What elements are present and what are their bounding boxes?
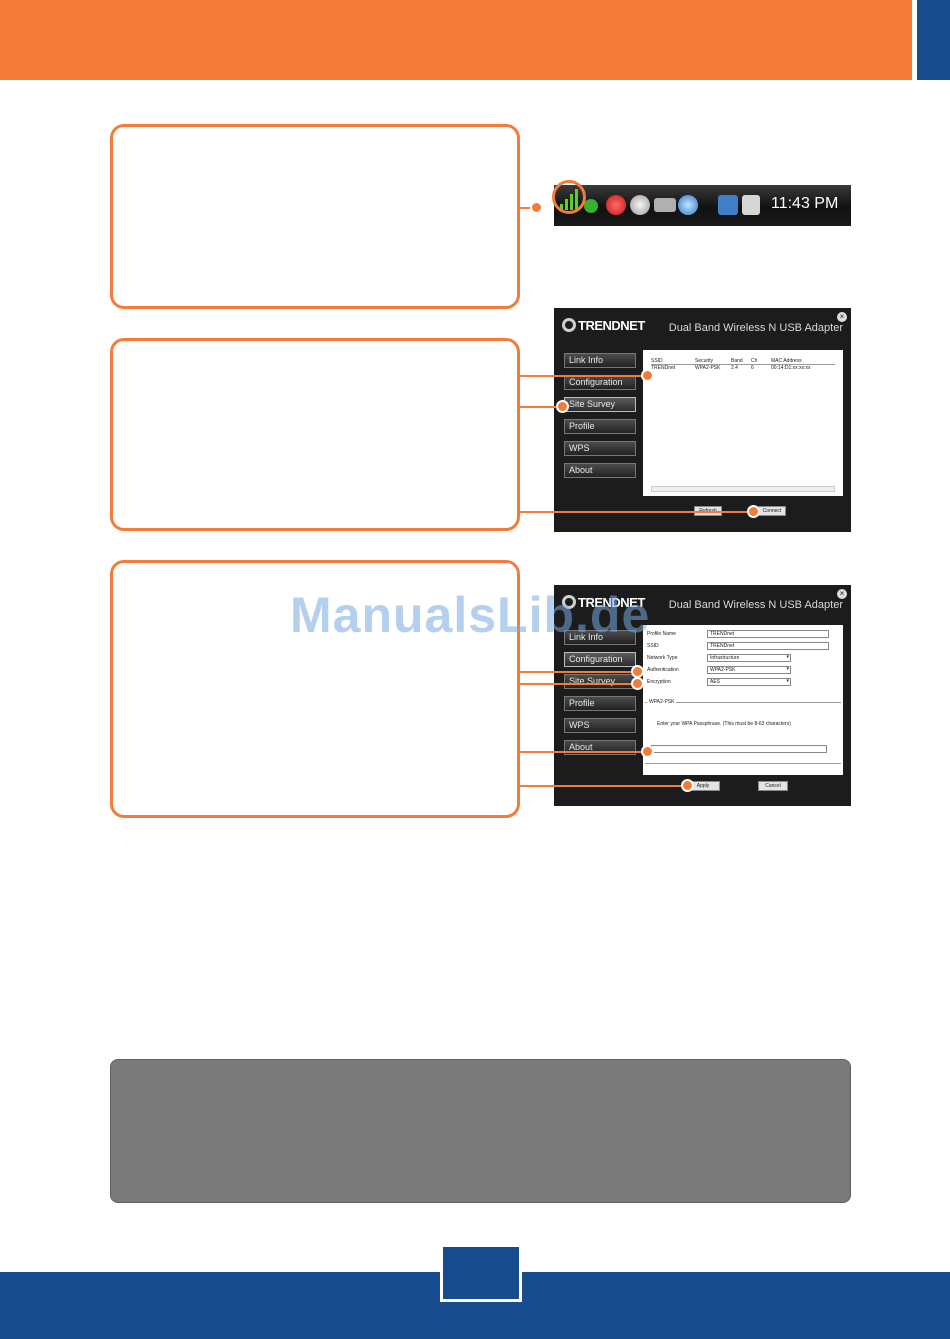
table-row[interactable]: TRENDnet WPA2-PSK 2.4 6 00:14:D1:xx:xx:x… [651,365,811,371]
menu-wps[interactable]: WPS [564,441,636,456]
menu-link-info[interactable]: Link Info [564,353,636,368]
encryption-label: Encryption [647,679,671,685]
callout-line [518,785,688,787]
callout-dot [681,779,694,792]
callout-line [518,375,648,377]
menu-profile[interactable]: Profile [564,419,636,434]
menu-configuration[interactable]: Configuration [564,652,636,667]
globe-icon [678,195,698,215]
speaker-icon [742,195,760,215]
menu-site-survey[interactable]: Site Survey [564,397,636,412]
callout-dot [641,745,654,758]
network-type-select[interactable]: Infrastructure [707,654,791,662]
window-title: Dual Band Wireless N USB Adapter [668,322,843,334]
trendnet-logo: TRENDNET [562,595,645,610]
network-table: SSID Security Band Ch MAC Address TRENDn… [651,358,835,372]
close-icon[interactable]: × [837,589,847,599]
authentication-label: Authentication [647,667,679,673]
close-icon[interactable]: × [837,312,847,322]
red-x-icon [606,195,626,215]
callout-dot [631,677,644,690]
step-box-2 [110,338,520,531]
callout-line [518,207,538,209]
menu-site-survey[interactable]: Site Survey [564,674,636,689]
menu-link-info[interactable]: Link Info [564,630,636,645]
profile-name-label: Profile Name [647,631,676,637]
step-box-3 [110,560,520,818]
highlight-ring [552,180,586,214]
network-type-label: Network Type [647,655,678,661]
horizontal-scrollbar[interactable] [651,486,835,492]
utility-window-site-survey: TRENDNET Dual Band Wireless N USB Adapte… [554,308,851,532]
passphrase-input[interactable] [651,745,827,753]
ssid-label: SSID [647,643,659,649]
taskbar-clock: 11:43 PM [771,195,839,212]
trendnet-logo: TRENDNET [562,318,645,333]
site-survey-panel: SSID Security Band Ch MAC Address TRENDn… [643,350,843,496]
callout-line [518,511,754,513]
callout-line [518,751,648,753]
callout-line [518,671,638,673]
profile-name-input[interactable]: TRENDnet [707,630,829,638]
menu-profile[interactable]: Profile [564,696,636,711]
menu-wps[interactable]: WPS [564,718,636,733]
callout-dot [530,201,543,214]
callout-line [518,406,562,408]
note-box [110,1059,851,1203]
menu-about[interactable]: About [564,463,636,478]
group-divider [645,702,841,703]
connect-button[interactable]: Connect [758,506,786,516]
configuration-panel: Profile Name TRENDnet SSID TRENDnet Netw… [643,625,843,775]
callout-dot [556,400,569,413]
network-monitor-icon [718,195,738,215]
ssid-input[interactable]: TRENDnet [707,642,829,650]
window-title: Dual Band Wireless N USB Adapter [668,599,843,611]
utility-window-configuration: TRENDNET Dual Band Wireless N USB Adapte… [554,585,851,806]
check-shield-icon [584,199,598,213]
page-number-box [440,1244,522,1302]
passphrase-instruction: Enter your WPA Passphrase. (This must be… [657,721,791,727]
group-label: WPA2-PSK [647,699,677,705]
callout-dot [641,369,654,382]
table-header: SSID Security Band Ch MAC Address [651,358,835,365]
callout-line [518,683,638,685]
header-bar [0,0,912,80]
callout-dot [747,505,760,518]
watermark: ManualsLib.de [290,587,651,643]
header-tab [917,0,950,80]
authentication-select[interactable]: WPA2-PSK [707,666,791,674]
windows-taskbar: 11:43 PM [554,185,851,226]
panel-divider [645,763,841,764]
encryption-select[interactable]: AES [707,678,791,686]
menu-configuration[interactable]: Configuration [564,375,636,390]
cancel-button[interactable]: Cancel [758,781,788,791]
grey-x-icon [630,195,650,215]
step-box-1 [110,124,520,309]
network-arrows-icon [654,198,676,212]
